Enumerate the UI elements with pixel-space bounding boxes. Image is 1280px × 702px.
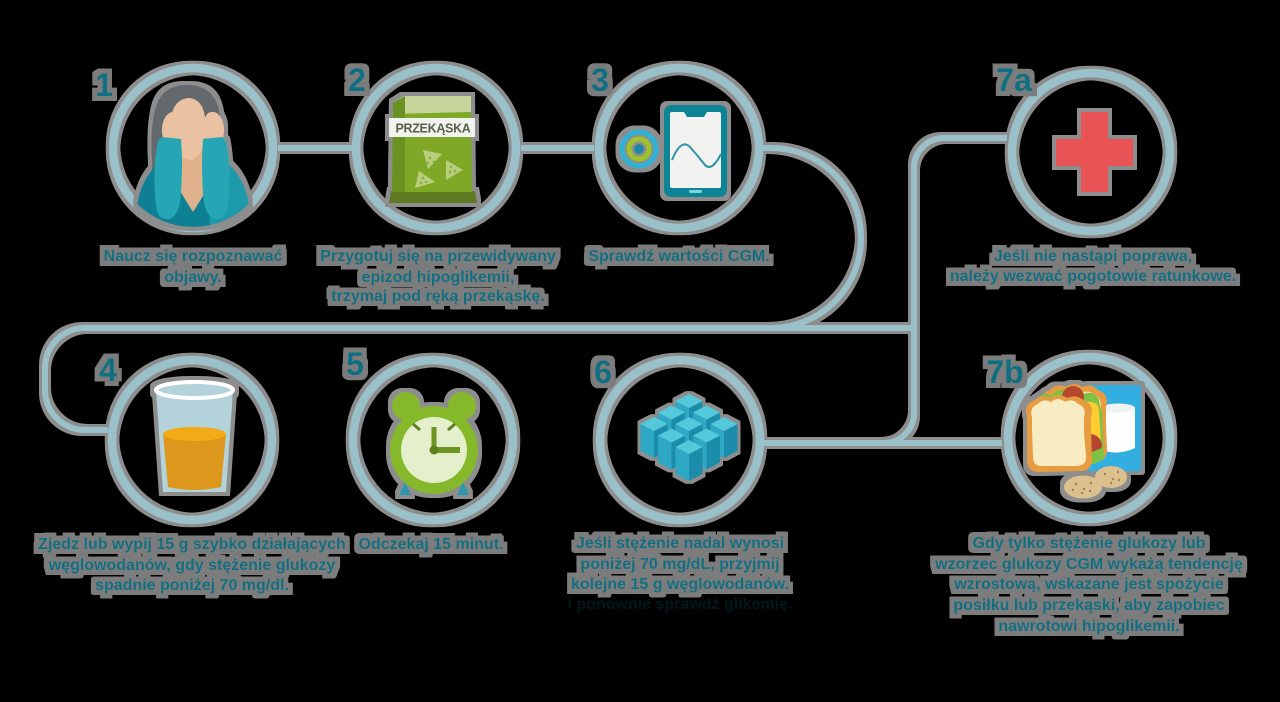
svg-text:4: 4 — [99, 352, 117, 388]
svg-text:epizod hipoglikemii,: epizod hipoglikemii, — [362, 269, 515, 286]
svg-text:Odczekaj 15 minut.: Odczekaj 15 minut. — [359, 536, 504, 553]
svg-text:Zjedz lub wypij 15 g szybko dz: Zjedz lub wypij 15 g szybko działających — [38, 536, 346, 553]
svg-text:Gdy tylko stężenie glukozy lub: Gdy tylko stężenie glukozy lub — [973, 535, 1206, 552]
svg-text:nawrotowi hipoglikemii.: nawrotowi hipoglikemii. — [998, 618, 1179, 635]
svg-text:5: 5 — [346, 346, 364, 382]
svg-text:Sprawdź wartości CGM.: Sprawdź wartości CGM. — [588, 248, 769, 265]
svg-text:PRZEKĄSKA: PRZEKĄSKA — [395, 122, 470, 136]
svg-text:Przygotuj się na przewidywany: Przygotuj się na przewidywany — [320, 248, 556, 265]
svg-text:6: 6 — [594, 354, 612, 390]
svg-text:wzrostową, wskazane jest spoży: wzrostową, wskazane jest spożycie — [953, 576, 1224, 593]
svg-text:trzymaj pod ręką przekąskę.: trzymaj pod ręką przekąskę. — [331, 288, 544, 305]
svg-text:i ponownie sprawdź glikemię.: i ponownie sprawdź glikemię. — [568, 596, 793, 613]
svg-text:7b: 7b — [986, 354, 1023, 390]
svg-text:3: 3 — [591, 62, 609, 98]
svg-text:poniżej 70 mg/dL, przyjmij: poniżej 70 mg/dL, przyjmij — [580, 556, 779, 573]
svg-text:7a: 7a — [996, 62, 1032, 98]
svg-text:spadnie poniżej 70 mg/dl.: spadnie poniżej 70 mg/dl. — [95, 577, 289, 594]
svg-text:węglowodanów, gdy stężenie glu: węglowodanów, gdy stężenie glukozy — [48, 557, 336, 574]
svg-text:posiłku lub przekąski, aby zap: posiłku lub przekąski, aby zapobiec — [953, 597, 1224, 614]
svg-text:Jeśli nie nastąpi poprawa,: Jeśli nie nastąpi poprawa, — [994, 248, 1192, 265]
svg-text:wzorzec glukozy CGM wykażą ten: wzorzec glukozy CGM wykażą tendencję — [934, 556, 1243, 573]
svg-text:2: 2 — [348, 62, 366, 98]
svg-text:Naucz się rozpoznawać: Naucz się rozpoznawać — [104, 248, 283, 265]
svg-text:należy wezwać pogotowie ratunk: należy wezwać pogotowie ratunkowe. — [950, 268, 1236, 285]
svg-text:kolejne 15 g węglowodanów.: kolejne 15 g węglowodanów. — [571, 576, 789, 593]
svg-text:objawy.: objawy. — [164, 269, 222, 286]
svg-text:1: 1 — [95, 67, 113, 103]
svg-text:Jeśli stężenie nadal wynosi: Jeśli stężenie nadal wynosi — [576, 535, 784, 552]
